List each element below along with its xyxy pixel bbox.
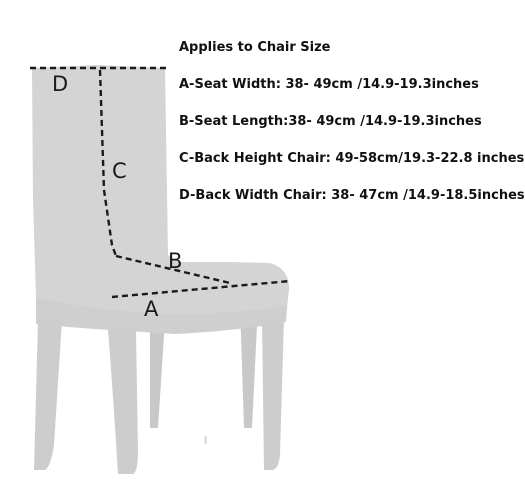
chair-back-leg-left: [150, 320, 165, 428]
chair-back-leg-right: [240, 305, 258, 428]
dimension-label-d: D: [52, 72, 68, 96]
chair-rear-leg-right-lower: [262, 318, 284, 470]
chair-front-leg-right: [108, 330, 138, 474]
size-spec-seat-length: B-Seat Length:38- 49cm /14.9-19.3inches: [179, 114, 482, 129]
size-spec-back-width: D-Back Width Chair: 38- 47cm /14.9-18.5i…: [179, 188, 525, 203]
chair-front-leg-left: [34, 320, 62, 470]
size-spec-seat-width: A-Seat Width: 38- 49cm /14.9-19.3inches: [179, 77, 479, 92]
size-spec-back-height: C-Back Height Chair: 49-58cm/19.3-22.8 i…: [179, 151, 525, 166]
dimension-label-b: B: [168, 249, 182, 273]
dimension-label-c: C: [112, 159, 127, 183]
size-spec-title: Applies to Chair Size: [179, 40, 331, 55]
floor-glint: [204, 436, 207, 444]
chair-illustration: D C B A: [30, 65, 291, 474]
size-spec-list: Applies to Chair Size A-Seat Width: 38- …: [179, 40, 525, 225]
dimension-line-c: [98, 69, 118, 257]
chair-size-diagram: D C B A Applies to Chair Size A-Seat Wid…: [30, 40, 525, 474]
dimension-label-a: A: [144, 297, 159, 321]
chair-cover-body: [32, 65, 290, 314]
